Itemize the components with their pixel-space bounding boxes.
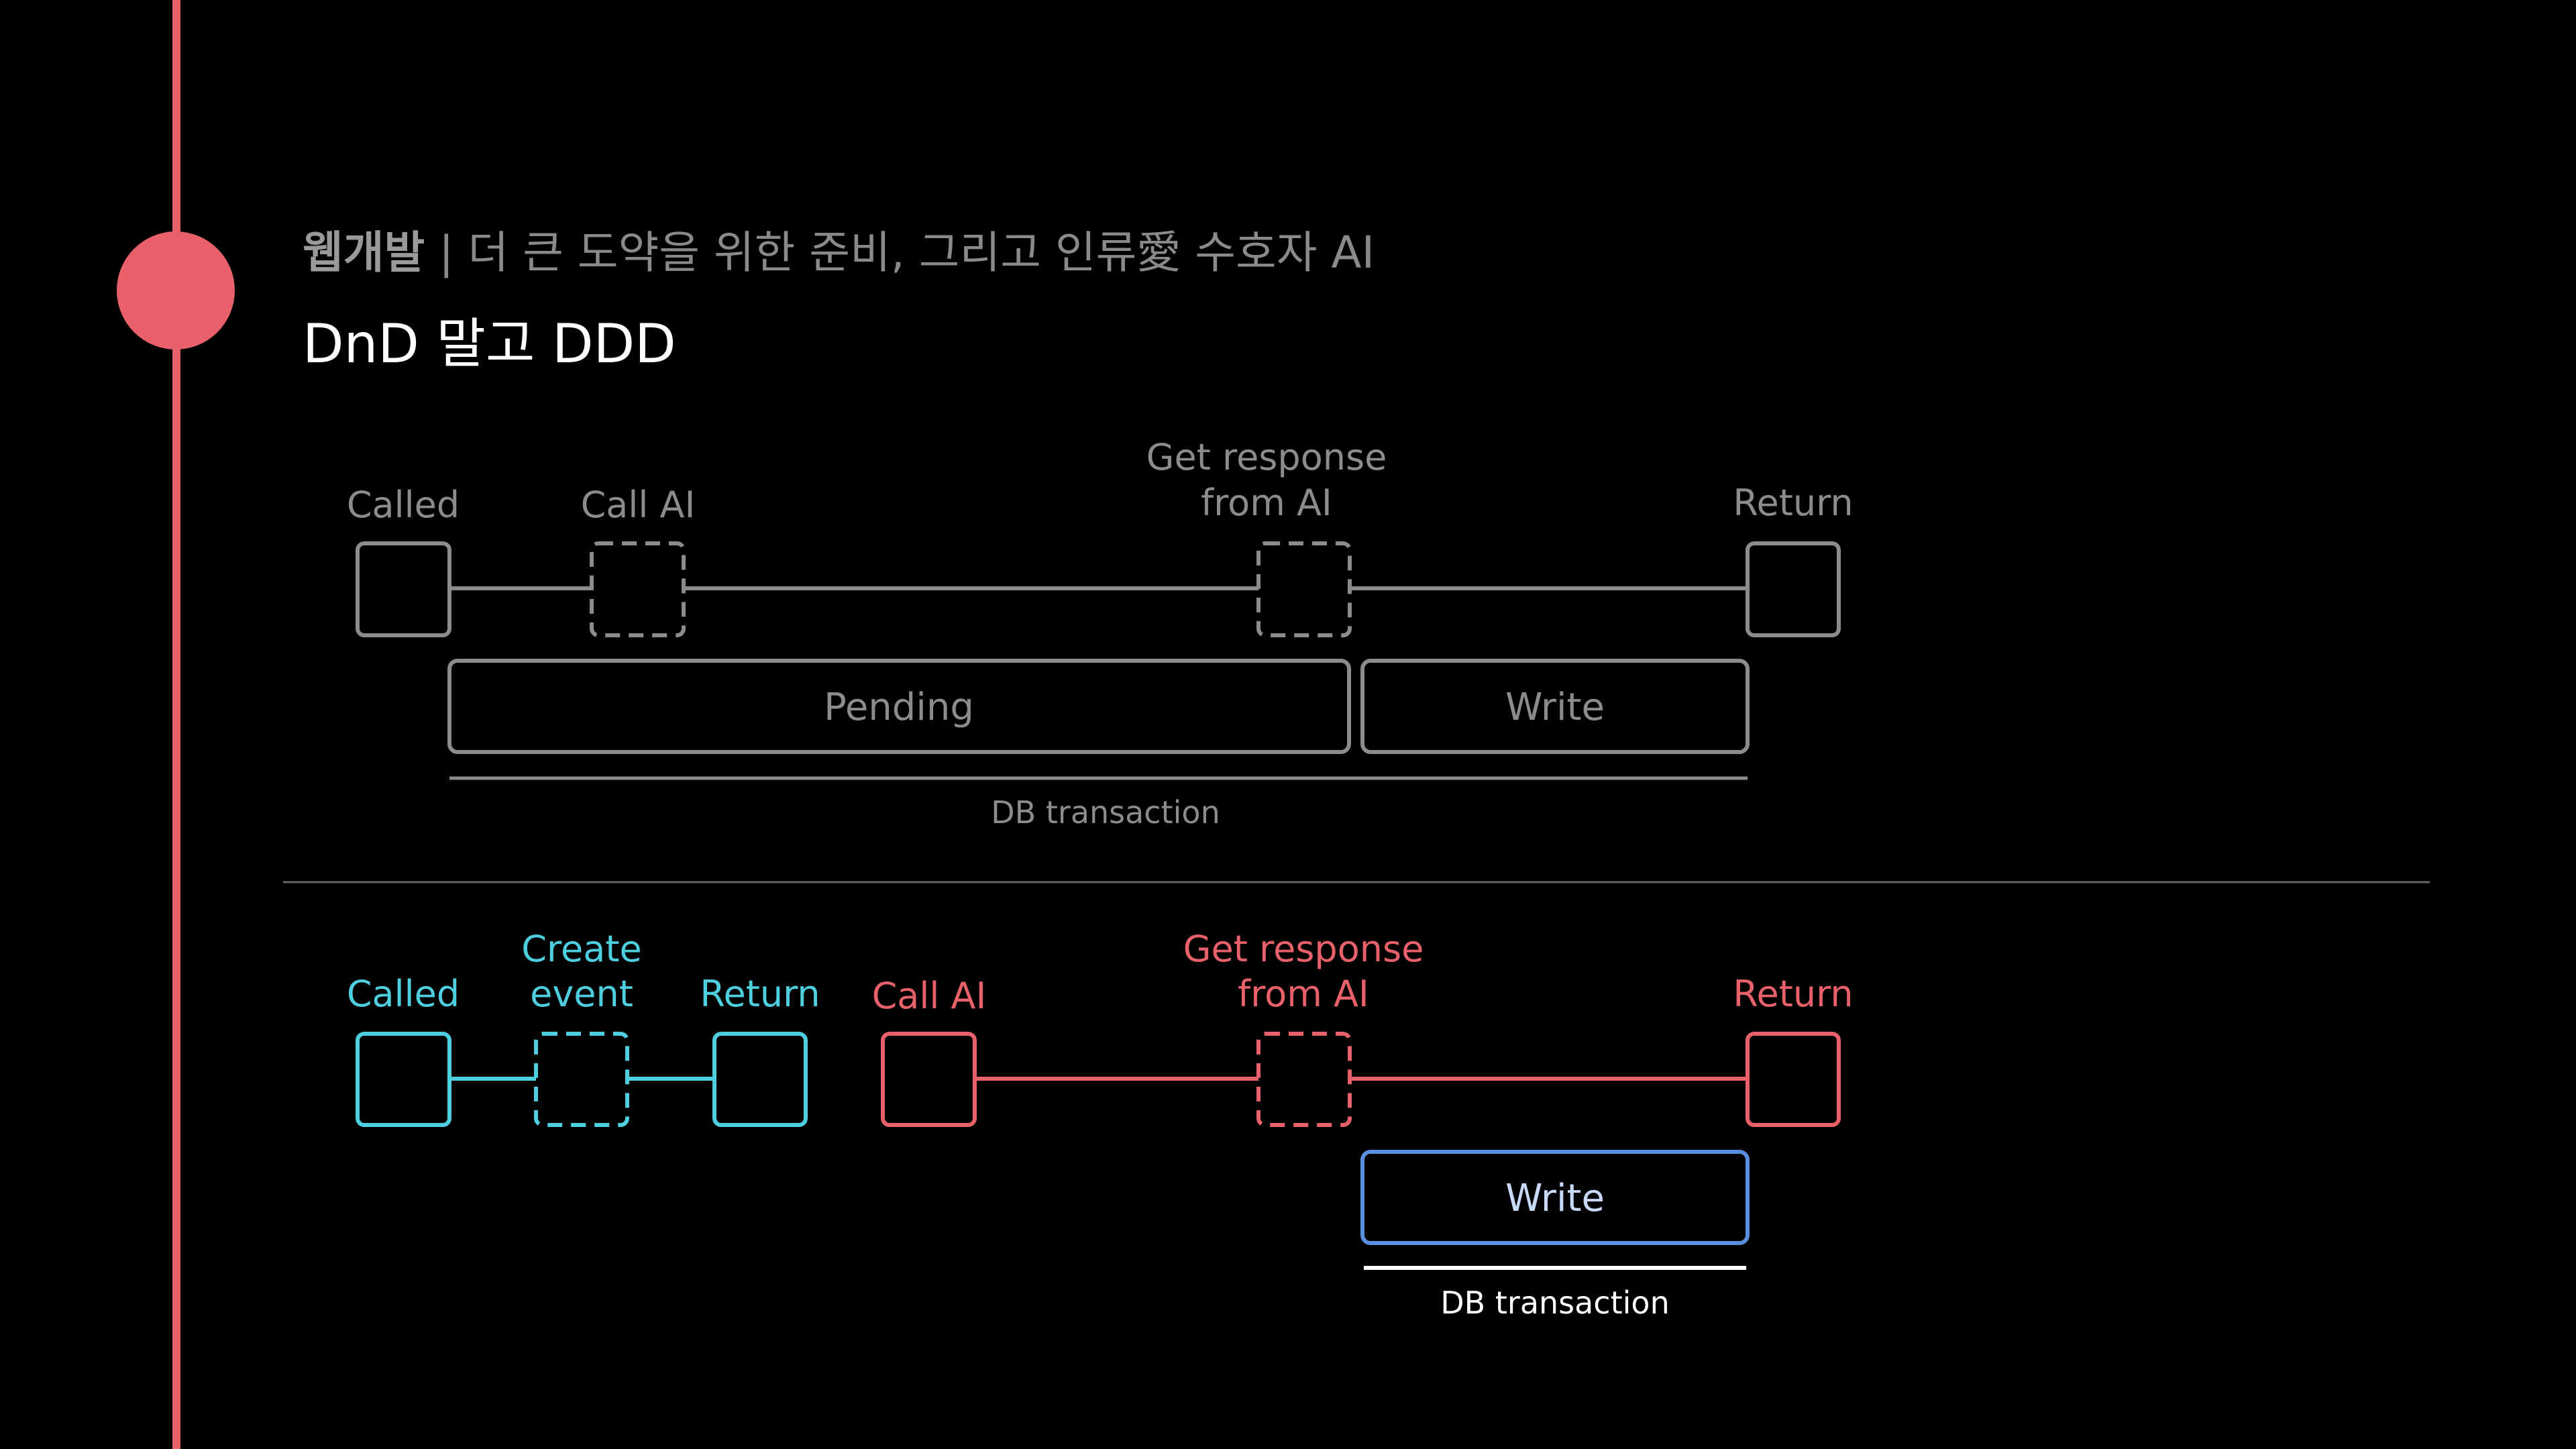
pending-box <box>447 659 1351 754</box>
label-write: Write <box>1505 686 1605 729</box>
section-separator: | <box>425 227 468 278</box>
label-get-response-line1: Get response <box>1146 436 1387 478</box>
label-return: Return <box>1733 482 1853 524</box>
label-db-transaction: DB transaction <box>991 794 1220 830</box>
node-call-ai <box>590 541 686 637</box>
write-box-async <box>1360 1150 1750 1245</box>
label-called-sync: Called <box>347 973 460 1015</box>
label-get-response-async-line1: Get response <box>1183 928 1424 970</box>
node-return <box>1746 541 1841 637</box>
node-create-event <box>534 1032 629 1127</box>
accent-timeline-dot <box>117 231 235 350</box>
label-create-event-line1: Create <box>521 928 641 970</box>
node-called <box>356 541 451 637</box>
flow-after-async <box>881 1032 1841 1127</box>
label-db-transaction-async: DB transaction <box>1440 1285 1669 1321</box>
node-called-sync <box>356 1032 451 1127</box>
section-subtitle: 더 큰 도약을 위한 준비, 그리고 인류愛 수호자 AI <box>468 227 1375 278</box>
label-write-async: Write <box>1505 1177 1605 1220</box>
node-return-sync <box>712 1032 808 1127</box>
flow-after-labels: Called Create event Return Call AI Get r… <box>347 928 1854 1321</box>
flow-after-sync <box>356 1032 808 1127</box>
label-call-ai-async: Call AI <box>872 975 987 1017</box>
accent-timeline-line <box>172 0 180 1449</box>
node-get-response <box>1256 541 1352 637</box>
label-return-async: Return <box>1733 973 1853 1015</box>
label-return-sync: Return <box>700 973 820 1015</box>
label-called: Called <box>347 484 460 526</box>
flow-before <box>356 541 1841 780</box>
section-name: 웹개발 <box>303 227 425 278</box>
label-pending: Pending <box>824 686 974 729</box>
flow-before-labels: Called Call AI Get response from AI Retu… <box>347 436 1854 830</box>
node-return-async <box>1746 1032 1841 1127</box>
label-create-event-line2: event <box>530 973 633 1015</box>
label-get-response-line2: from AI <box>1201 482 1332 524</box>
write-box <box>1360 659 1750 754</box>
label-call-ai: Call AI <box>581 484 696 526</box>
section-heading: 웹개발 | 더 큰 도약을 위한 준비, 그리고 인류愛 수호자 AI <box>303 216 1375 290</box>
label-get-response-async-line2: from AI <box>1238 973 1369 1015</box>
page-title: DnD 말고 DDD <box>303 313 676 375</box>
node-call-ai-async <box>881 1032 977 1127</box>
node-get-response-async <box>1256 1032 1352 1127</box>
